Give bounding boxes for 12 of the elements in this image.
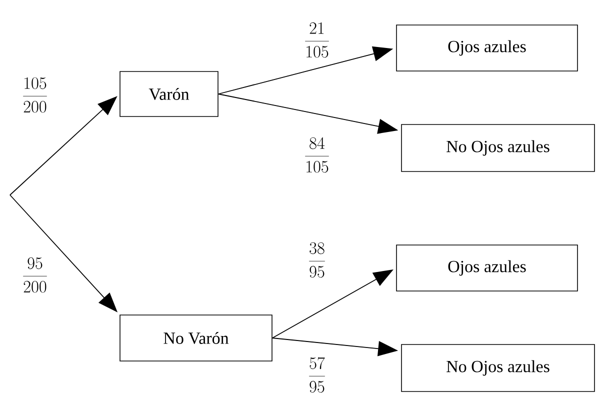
- tree-box: Varón: [120, 71, 218, 117]
- tree-box: Ojos azules: [396, 24, 578, 72]
- edge-label: $\frac{95}{200}$: [23, 257, 47, 293]
- tree-box: No Ojos azules: [401, 124, 595, 172]
- edge-label: $\frac{57}{95}$: [309, 357, 325, 393]
- edge-label: $\frac{21}{105}$: [305, 22, 329, 58]
- tree-box: No Varón: [120, 314, 272, 362]
- edge-label: $\frac{84}{105}$: [305, 137, 329, 173]
- tree-box: No Ojos azules: [401, 344, 595, 392]
- tree-box: Ojos azules: [396, 244, 578, 292]
- edge-label: $\frac{38}{95}$: [309, 242, 325, 278]
- edge-label: $\frac{105}{200}$: [23, 77, 47, 113]
